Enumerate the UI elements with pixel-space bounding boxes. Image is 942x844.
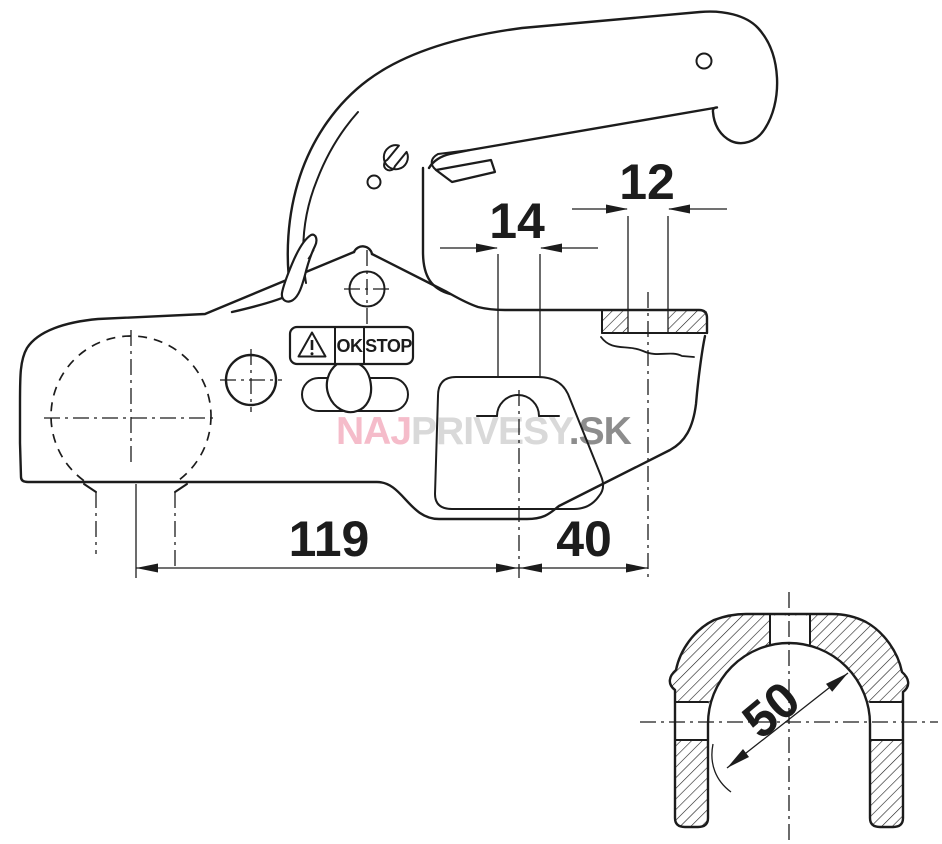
dim-12-text: 12 bbox=[619, 154, 675, 210]
dimension-12: 12 bbox=[572, 154, 727, 310]
warning-label-frame bbox=[288, 325, 415, 366]
clamp-cross-section: 50 bbox=[640, 592, 938, 844]
dimension-119-40: 119 40 bbox=[135, 292, 649, 578]
ball-shank bbox=[83, 483, 188, 568]
dim-119-text: 119 bbox=[289, 511, 370, 567]
warning-label: OK STOP bbox=[288, 325, 415, 366]
pivot-dome bbox=[352, 245, 374, 256]
dimension-14: 14 bbox=[440, 193, 598, 377]
lever-pin-hole bbox=[366, 174, 382, 190]
dim-50-text: 50 bbox=[732, 671, 811, 750]
lever-hole bbox=[695, 52, 713, 70]
clamp-hatch-left bbox=[602, 310, 628, 333]
body-outline bbox=[18, 250, 707, 521]
pocket-outline bbox=[434, 376, 605, 510]
dim-14-text: 14 bbox=[489, 193, 545, 249]
body-upper-edge bbox=[421, 166, 452, 296]
break-line bbox=[600, 336, 695, 358]
warning-exclamation-dot bbox=[310, 352, 314, 356]
shank-chamfer-left bbox=[83, 483, 97, 493]
watermark-part1: NAJ bbox=[336, 410, 412, 453]
latch-tooth-fold bbox=[430, 149, 471, 171]
clamp-hatch-right bbox=[668, 310, 707, 333]
latch-tab-tick bbox=[307, 249, 315, 260]
watermark-part3: .SK bbox=[568, 410, 632, 453]
arch-hatch bbox=[669, 614, 909, 724]
left-leg-hatch bbox=[675, 740, 708, 827]
shank-chamfer-right bbox=[174, 483, 188, 493]
lever-inner-edge bbox=[302, 111, 359, 284]
coupling-side-view: OK STOP 14 bbox=[18, 10, 779, 578]
latch-tooth-plate bbox=[434, 158, 497, 184]
right-leg-hatch bbox=[870, 740, 903, 827]
label-stop-text: STOP bbox=[365, 336, 412, 356]
cross-section-outline bbox=[668, 612, 910, 829]
warning-triangle-icon bbox=[297, 331, 327, 358]
indicator-knob bbox=[325, 362, 373, 414]
dim-40-text: 40 bbox=[556, 511, 612, 567]
notch-clear bbox=[771, 615, 809, 646]
keyhole-slot bbox=[382, 144, 409, 172]
pin-dome bbox=[496, 394, 540, 417]
lever-outline bbox=[230, 10, 779, 314]
dimension-50: 50 bbox=[711, 671, 849, 793]
label-ok-text: OK bbox=[337, 336, 364, 356]
latch-tab bbox=[280, 233, 318, 303]
